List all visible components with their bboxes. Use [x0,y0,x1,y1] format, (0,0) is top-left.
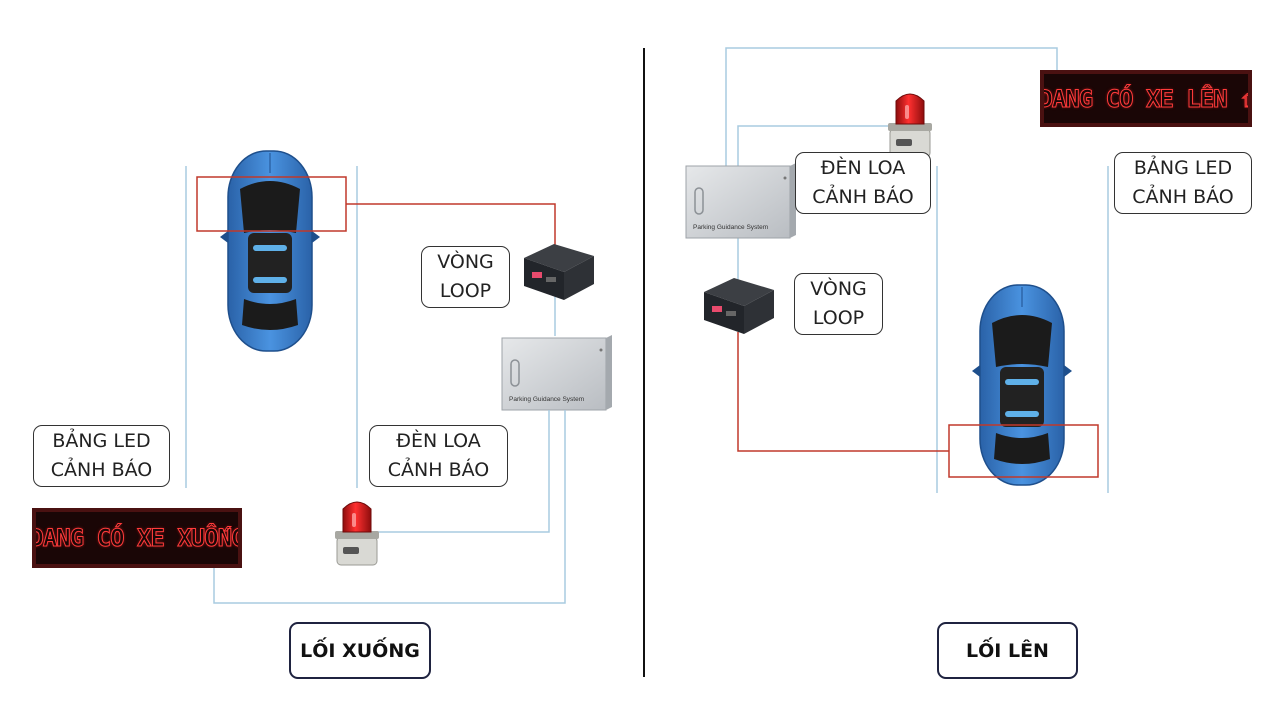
siren-label-line1: ĐÈN LOA [820,157,906,179]
led-warning-board: DANG CÓ XE LÊN ⇧ [1040,70,1252,127]
led-board-label: BẢNG LED CẢNH BÁO [33,425,170,487]
loop-detector-icon [704,278,774,334]
siren-icon [887,93,933,158]
led-power-wire [213,410,566,604]
led-board-label: BẢNG LED CẢNH BÁO [1114,152,1252,214]
controller-text: Parking Guidance System [693,224,768,231]
left-lane-lines [185,166,358,488]
loop-label-line2: LOOP [812,307,865,329]
section-title-text: LỐI LÊN [966,639,1049,662]
led-warning-board: DANG CÓ XE XUỐNG [32,508,242,568]
siren-label-line2: CẢNH BÁO [812,186,914,208]
siren-label: ĐÈN LOA CẢNH BÁO [795,152,931,214]
car-icon [219,150,321,352]
siren-power-wire [372,410,550,533]
controller-text: Parking Guidance System [509,396,584,403]
siren-label: ĐÈN LOA CẢNH BÁO [369,425,508,487]
siren-power-wire-right [737,125,890,166]
led-power-wire-right [725,47,1058,166]
siren-label-line1: ĐÈN LOA [396,430,481,452]
car-icon [971,284,1073,486]
led-board-label-line1: BẢNG LED [1133,157,1233,179]
loop-label-line2: LOOP [439,280,492,302]
loop-label: VÒNG LOOP [794,273,883,335]
siren-label-line2: CẢNH BÁO [387,459,490,481]
loop-label-line1: VÒNG [437,251,494,273]
loop-sensor-zone [948,424,1099,478]
loop-signal-wire [346,203,556,250]
loop-label-line1: VÒNG [810,278,867,300]
loop-label: VÒNG LOOP [421,246,510,308]
section-title-text: LỐI XUỐNG [300,639,420,662]
led-board-text: DANG CÓ XE LÊN ⇧ [1040,84,1252,113]
section-title-down: LỐI XUỐNG [289,622,431,679]
led-board-label-line2: CẢNH BÁO [50,459,153,481]
led-board-label-line1: BẢNG LED [52,430,151,452]
loop-signal-wire-right [737,332,949,452]
siren-icon [334,501,380,566]
led-board-label-line2: CẢNH BÁO [1132,186,1234,208]
section-title-up: LỐI LÊN [937,622,1078,679]
loop-detector-icon [524,244,594,300]
right-lane-lines [936,166,1109,493]
led-board-text: DANG CÓ XE XUỐNG [32,524,242,553]
